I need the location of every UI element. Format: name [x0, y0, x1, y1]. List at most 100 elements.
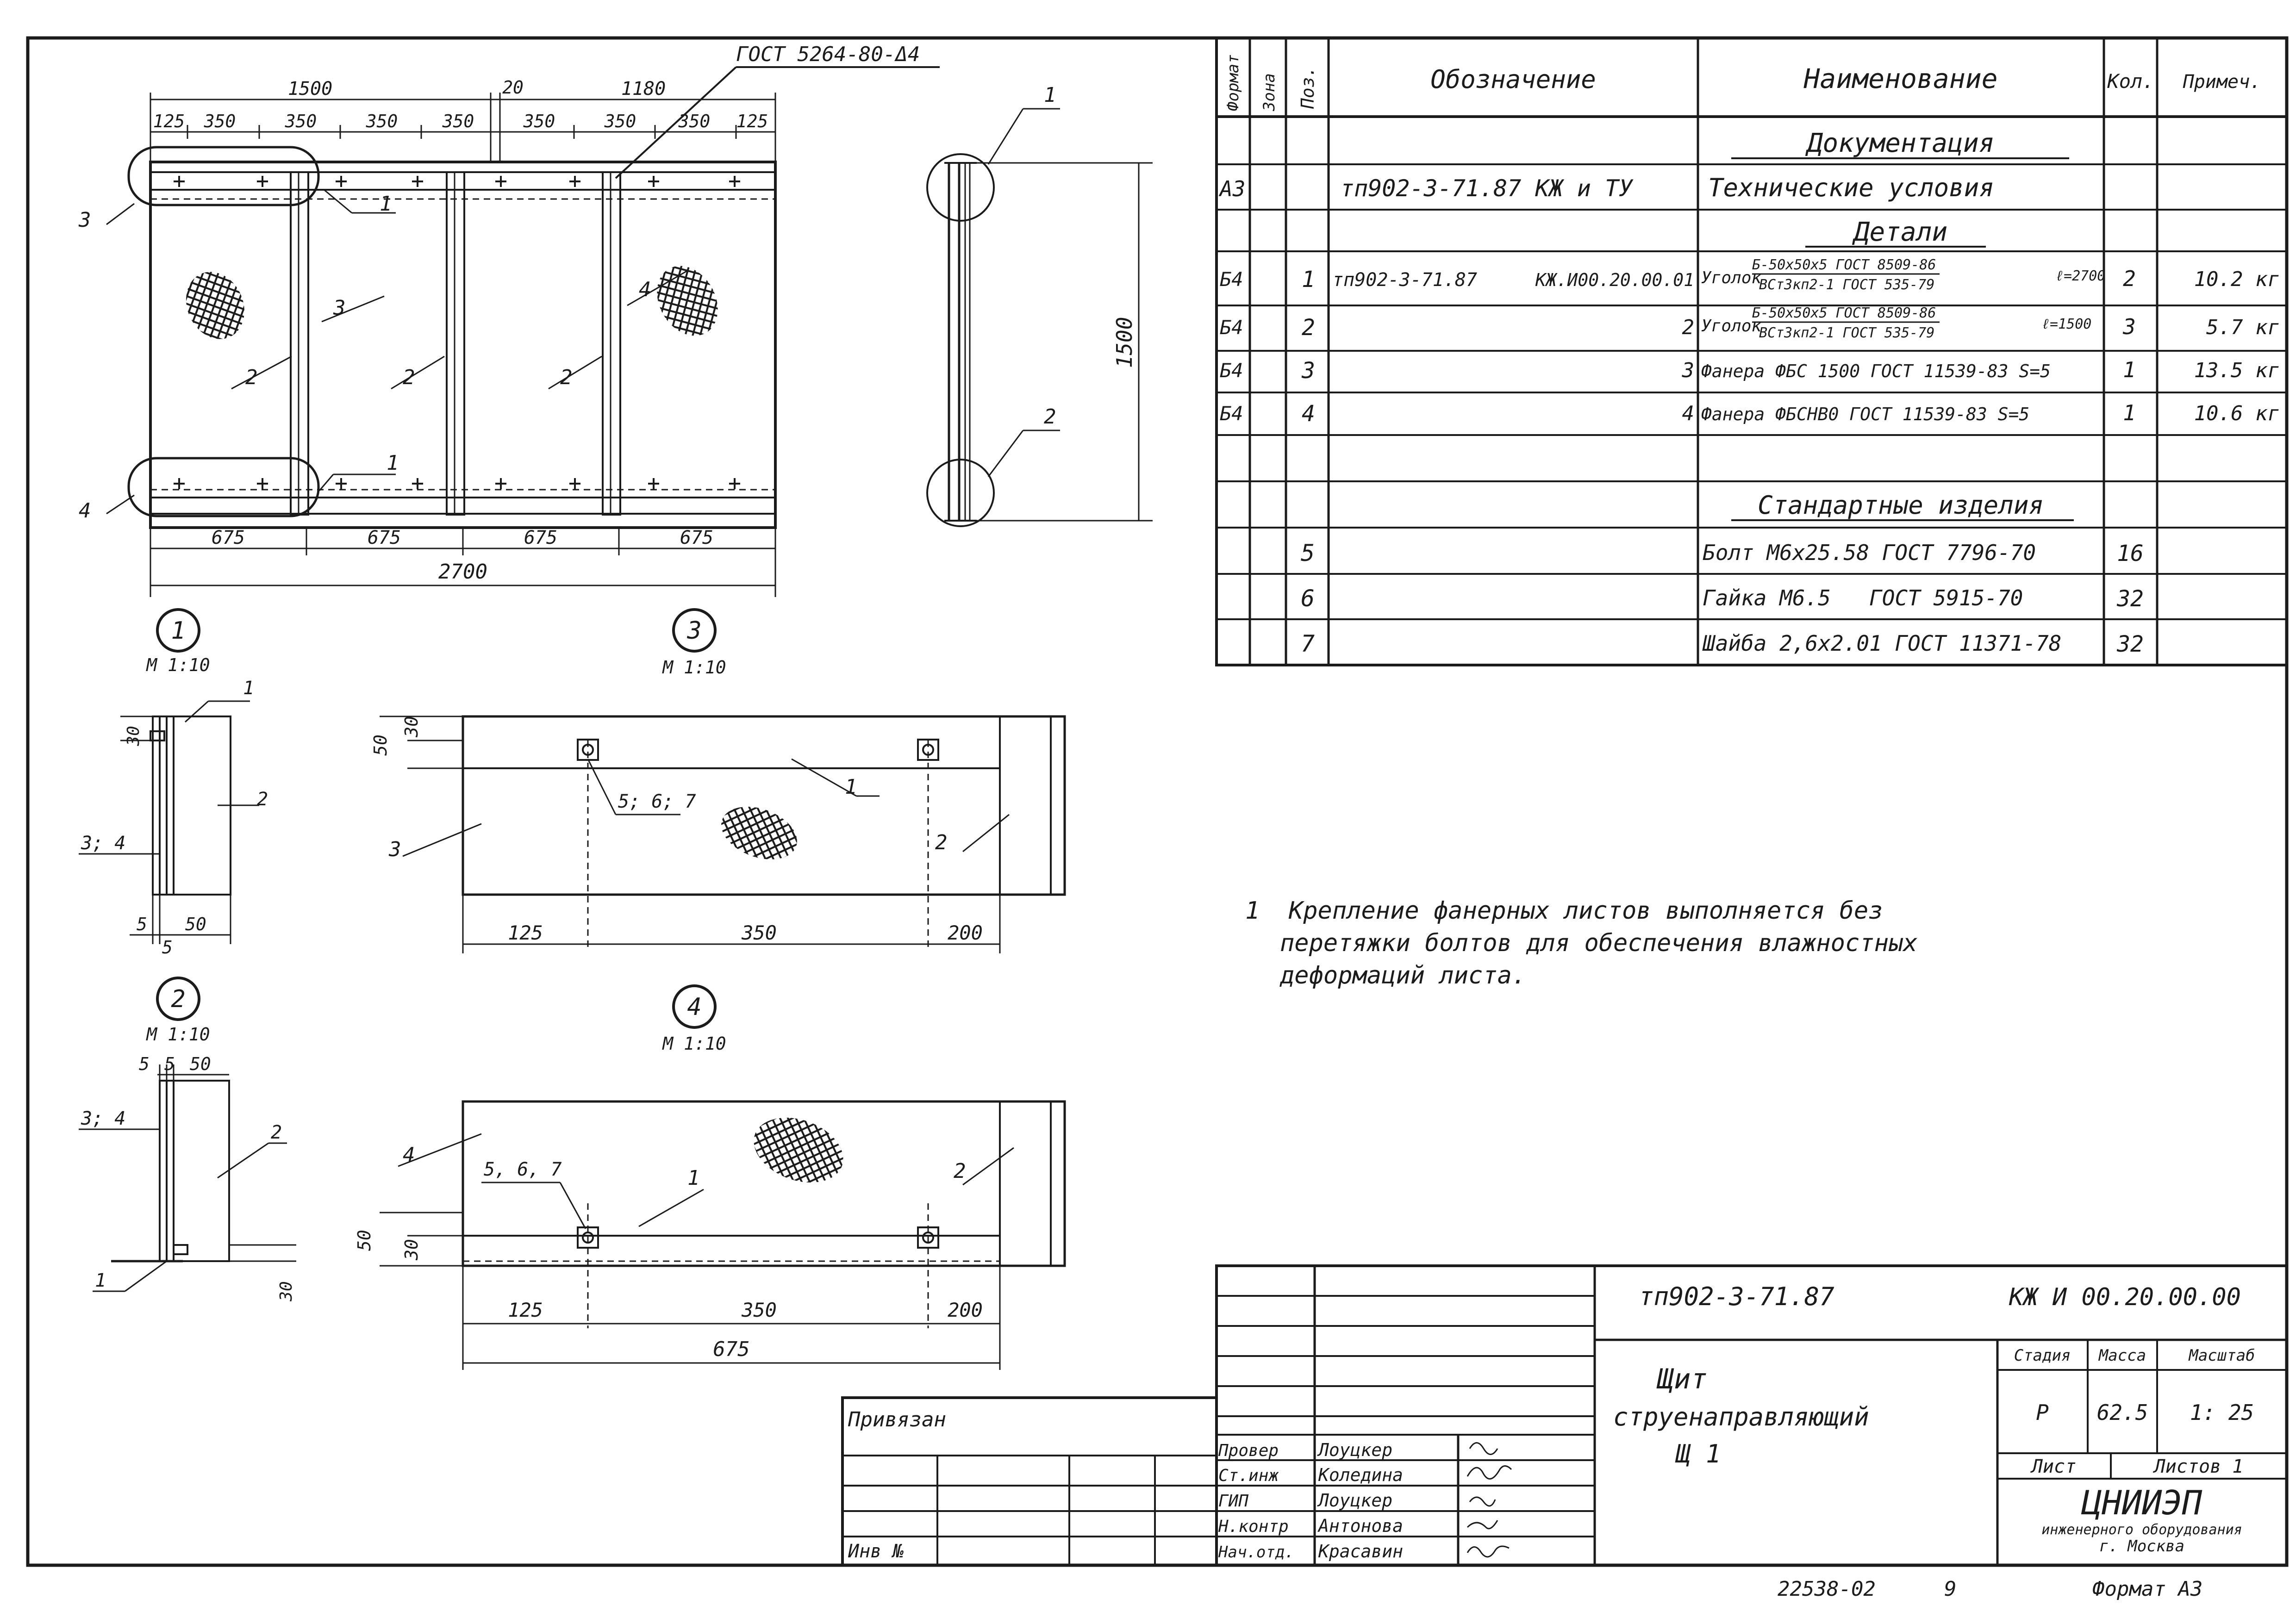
tb-bound: Привязан: [848, 1408, 946, 1431]
dim-1500: 1500: [288, 78, 332, 100]
vertical-angle-2: [446, 171, 465, 516]
s2-label-1: 1: [95, 1270, 106, 1291]
std1-name: Болт М6х25.58 ГОСТ 7796-70: [1703, 540, 2036, 565]
signature-1: [1469, 1442, 1498, 1455]
plywood-hatch-1: [186, 272, 244, 339]
row1-qty: 2: [2123, 266, 2136, 291]
s3-label-567: 5; 6; 7: [618, 791, 696, 812]
dim-20: 20: [502, 77, 524, 98]
tb-sheets-header: Листов 1: [2153, 1456, 2244, 1477]
section-4-scale: М 1:10: [661, 1033, 726, 1054]
s3-dim-50: 50: [370, 734, 391, 756]
tb-title-2: струенаправляющий: [1613, 1402, 1869, 1431]
s1-label-1: 1: [243, 678, 254, 699]
s4-label-2: 2: [954, 1159, 966, 1183]
header-format: Формат: [1224, 54, 1242, 111]
row4-code: 4: [1682, 402, 1695, 425]
section-3: 3 М 1:10 50 30 125 350 200 1 2 3 5; 6; 7: [370, 608, 1066, 953]
section-4: 4 М 1:10 50 30 125 350 200 675 4 1 2 5, …: [354, 984, 1066, 1370]
dim-1180: 1180: [621, 78, 666, 100]
dim-seg-9: 125: [736, 111, 768, 131]
std3-qty: 32: [2116, 631, 2144, 657]
s4-dim-200: 200: [948, 1299, 983, 1321]
tb-title-3: Щ 1: [1675, 1439, 1721, 1468]
std1-pos: 5: [1301, 540, 1315, 566]
weld-note: ГОСТ 5264-80-Δ4: [736, 43, 920, 66]
footer-page: 9: [1944, 1577, 1957, 1601]
tb-project: тп902-3-71.87: [1639, 1282, 1834, 1311]
note-line-2: перетяжки болтов для обеспечения влажнос…: [1280, 929, 1918, 957]
section-documentation: Документация: [1805, 128, 1995, 158]
s4-dim-675: 675: [713, 1338, 749, 1361]
row2-length: ℓ=1500: [2041, 316, 2091, 332]
section-2-number: 2: [171, 985, 185, 1013]
row1-code: КЖ.И00.20.00.01: [1535, 270, 1694, 290]
s3-dim-350: 350: [741, 921, 777, 944]
dim-seg-3: 350: [285, 111, 317, 131]
s3-label-2: 2: [935, 831, 948, 854]
note-line-1: 1 Крепление фанерных листов выполняется …: [1245, 897, 1883, 925]
tb-org-2: инженерного оборудования: [2041, 1522, 2242, 1538]
footer-format: Формат А3: [2092, 1577, 2202, 1601]
s4-dim-50: 50: [354, 1230, 374, 1251]
tb-name-2: Коледина: [1318, 1465, 1403, 1485]
row2-format: Б4: [1220, 316, 1243, 339]
dim-seg-2: 350: [204, 111, 236, 131]
std1-qty: 16: [2117, 541, 2144, 566]
dim-seg-1: 125: [153, 111, 185, 131]
callout-2a: 2: [245, 366, 258, 389]
s1-dim-5a: 5: [137, 914, 147, 934]
row2-name-bottom: ВСт3кп2-1 ГОСТ 535-79: [1759, 325, 1934, 341]
section-4-number: 4: [687, 993, 701, 1021]
side-detail-circle-top: [926, 153, 995, 222]
row3-qty: 1: [2123, 357, 2136, 382]
s3-label-1: 1: [845, 775, 857, 799]
row2-code: 2: [1682, 316, 1695, 339]
section-2: 2 М 1:10 5 5 50 3; 4 2 1 30: [79, 977, 296, 1302]
s3-dim-125: 125: [508, 921, 543, 944]
row2-pos: 2: [1302, 315, 1315, 341]
tb-inv: Инв №: [848, 1541, 904, 1562]
s4-plywood-hatch: [754, 1117, 843, 1183]
detail-callout-4: [127, 457, 320, 517]
std3-name: Шайба 2,6х2.01 ГОСТ 11371-78: [1702, 631, 2061, 656]
tb-stage-header: Стадия: [2014, 1346, 2071, 1365]
side-view: 1 2 1500: [926, 83, 1153, 527]
section-3-number: 3: [686, 617, 701, 645]
note-line-3: деформаций листа.: [1279, 962, 1526, 989]
specification-table: Формат Зона Поз. Обозначение Наименовани…: [1215, 37, 2288, 666]
title-block: тп902-3-71.87 КЖ И 00.20.00.00 Щит струе…: [841, 1264, 2288, 1567]
row3-pos: 3: [1301, 358, 1315, 384]
s1-dim-30: 30: [124, 726, 143, 746]
tb-code: КЖ И 00.20.00.00: [2009, 1283, 2241, 1311]
tb-role-2: Ст.инж: [1218, 1466, 1279, 1485]
side-callout-1: 1: [1044, 83, 1056, 107]
row4-qty: 1: [2123, 400, 2136, 425]
callout-1a: 1: [380, 192, 392, 216]
tb-scale: 1: 25: [2190, 1400, 2254, 1425]
std3-pos: 7: [1301, 630, 1315, 657]
s2-dim-5a: 5: [139, 1054, 150, 1074]
callout-1b: 1: [387, 451, 399, 475]
signature-3: [1469, 1496, 1496, 1507]
s1-dim-50: 50: [185, 914, 206, 934]
signature-4: [1466, 1520, 1498, 1530]
row3-note: 13.5 кг: [2194, 359, 2280, 382]
tb-sheet-header: Лист: [2030, 1456, 2076, 1477]
std2-name: Гайка М6.5 ГОСТ 5915-70: [1703, 585, 2023, 610]
callout-3b: 3: [333, 296, 346, 320]
row1-name-top: Б-50х50х5 ГОСТ 8509-86: [1752, 257, 1936, 273]
general-note: 1 Крепление фанерных листов выполняется …: [1245, 897, 1918, 989]
footer: 22538-02 9 Формат А3: [1778, 1577, 2202, 1601]
tb-name-3: Лоуцкер: [1317, 1490, 1392, 1511]
s2-label-2: 2: [271, 1122, 282, 1143]
row1-length: ℓ=2700: [2055, 268, 2105, 284]
signature-2: [1466, 1465, 1512, 1480]
s4-dim-125: 125: [508, 1299, 543, 1321]
tb-stage: Р: [2036, 1400, 2049, 1425]
s4-label-567: 5, 6, 7: [484, 1159, 562, 1180]
tb-name-4: Антонова: [1317, 1516, 1403, 1536]
dim-bottom-2: 675: [368, 527, 401, 548]
tb-scale-header: Масштаб: [2188, 1346, 2255, 1365]
